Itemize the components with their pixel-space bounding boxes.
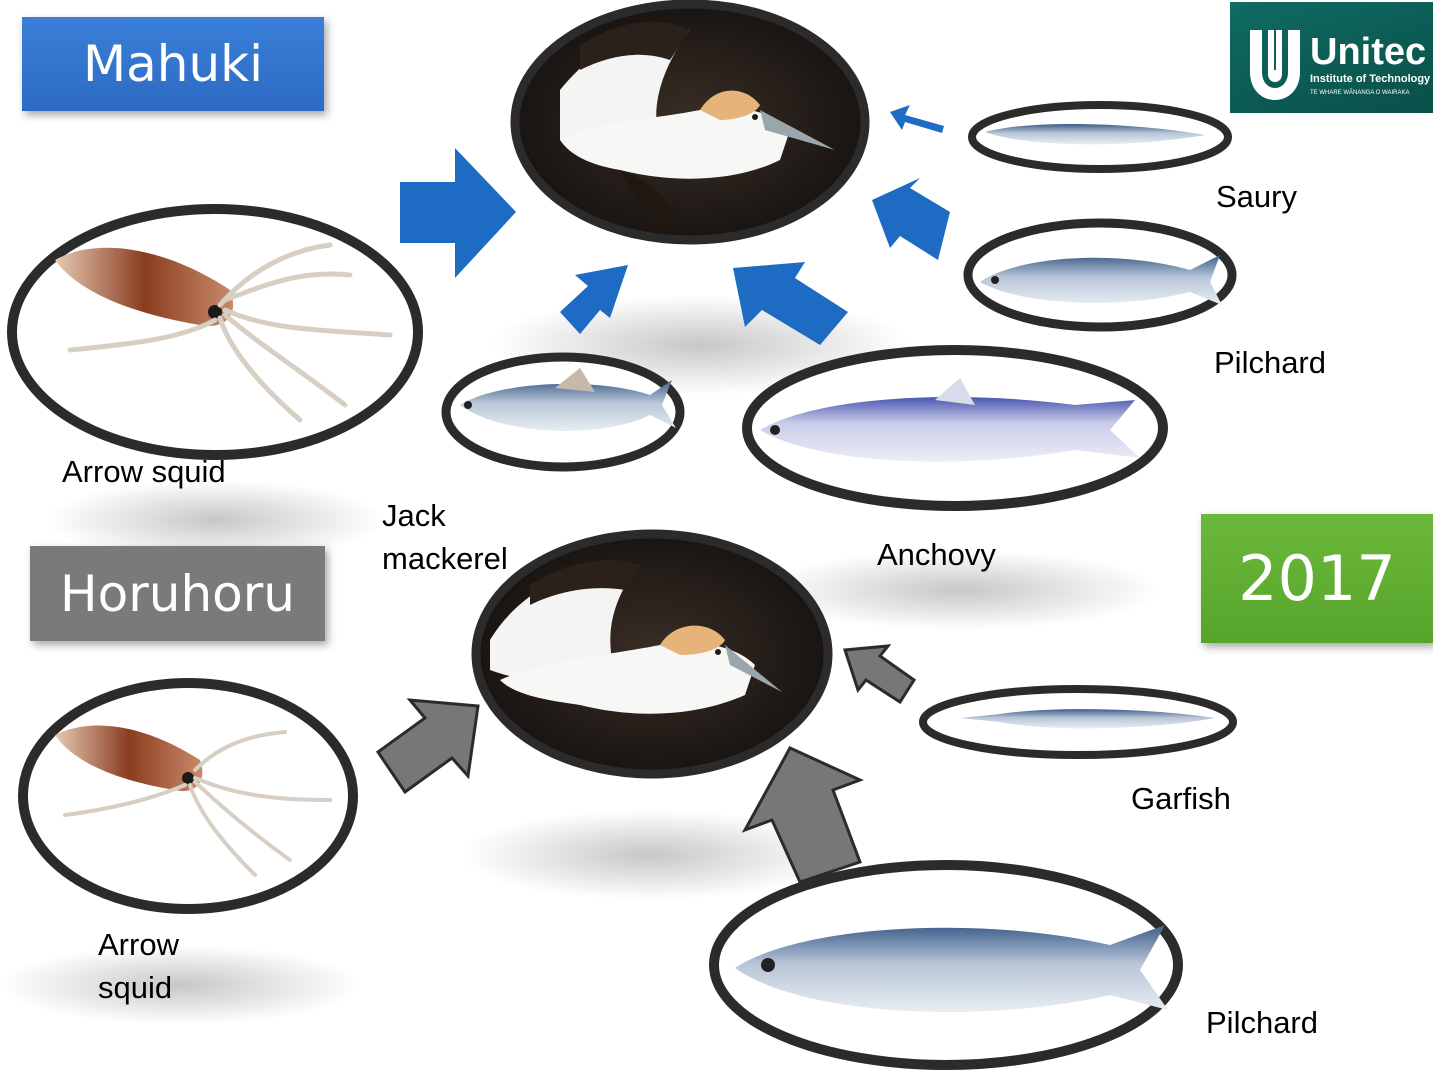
label-anchovy: Anchovy <box>877 533 996 576</box>
jack-mackerel-image <box>446 357 680 467</box>
arrow-squid-image-horuhoru <box>23 683 353 909</box>
label-saury: Saury <box>1216 175 1297 218</box>
pilchard-image-mahuki <box>968 223 1232 327</box>
arrow-saury-to-gannet <box>890 105 944 133</box>
label-garfish: Garfish <box>1131 777 1231 820</box>
svg-text:TE WHARE WĀNANGA O WAIRAKA: TE WHARE WĀNANGA O WAIRAKA <box>1310 89 1409 96</box>
pilchard-image-horuhoru <box>714 865 1178 1065</box>
label-pilchard-mahuki: Pilchard <box>1214 341 1326 384</box>
label-arrow-squid-horuhoru: Arrow squid <box>98 923 179 1009</box>
svg-text:Unitec: Unitec <box>1310 31 1426 73</box>
arrow-garfish-to-gannet <box>845 646 914 702</box>
label-pilchard-horuhoru: Pilchard <box>1206 1001 1318 1044</box>
unitec-logo: Unitec Institute of Technology TE WHARE … <box>1230 2 1433 113</box>
arrow-pilchard-to-gannet <box>872 178 950 260</box>
site-title-horuhoru: Horuhoru <box>30 546 325 641</box>
saury-image <box>972 105 1228 169</box>
anchovy-image <box>747 350 1163 506</box>
year-badge: 2017 <box>1201 514 1433 643</box>
svg-text:Institute of Technology: Institute of Technology <box>1310 73 1431 85</box>
site-title-horuhoru-text: Horuhoru <box>60 565 295 623</box>
arrow-squid-image-mahuki <box>12 209 418 455</box>
site-title-mahuki: Mahuki <box>22 17 324 111</box>
arrow-squid-to-gannet-horuhoru <box>378 700 478 792</box>
arrow-squid-to-gannet <box>400 148 516 278</box>
site-title-mahuki-text: Mahuki <box>83 35 263 93</box>
garfish-image <box>923 689 1233 755</box>
label-arrow-squid-mahuki: Arrow squid <box>62 450 226 493</box>
year-text: 2017 <box>1238 542 1396 615</box>
gannet-horuhoru <box>476 534 828 774</box>
unitec-logo-mark: Unitec Institute of Technology TE WHARE … <box>1230 2 1433 113</box>
label-jack-mackerel: Jack mackerel <box>382 494 508 580</box>
gannet-mahuki <box>515 4 865 240</box>
